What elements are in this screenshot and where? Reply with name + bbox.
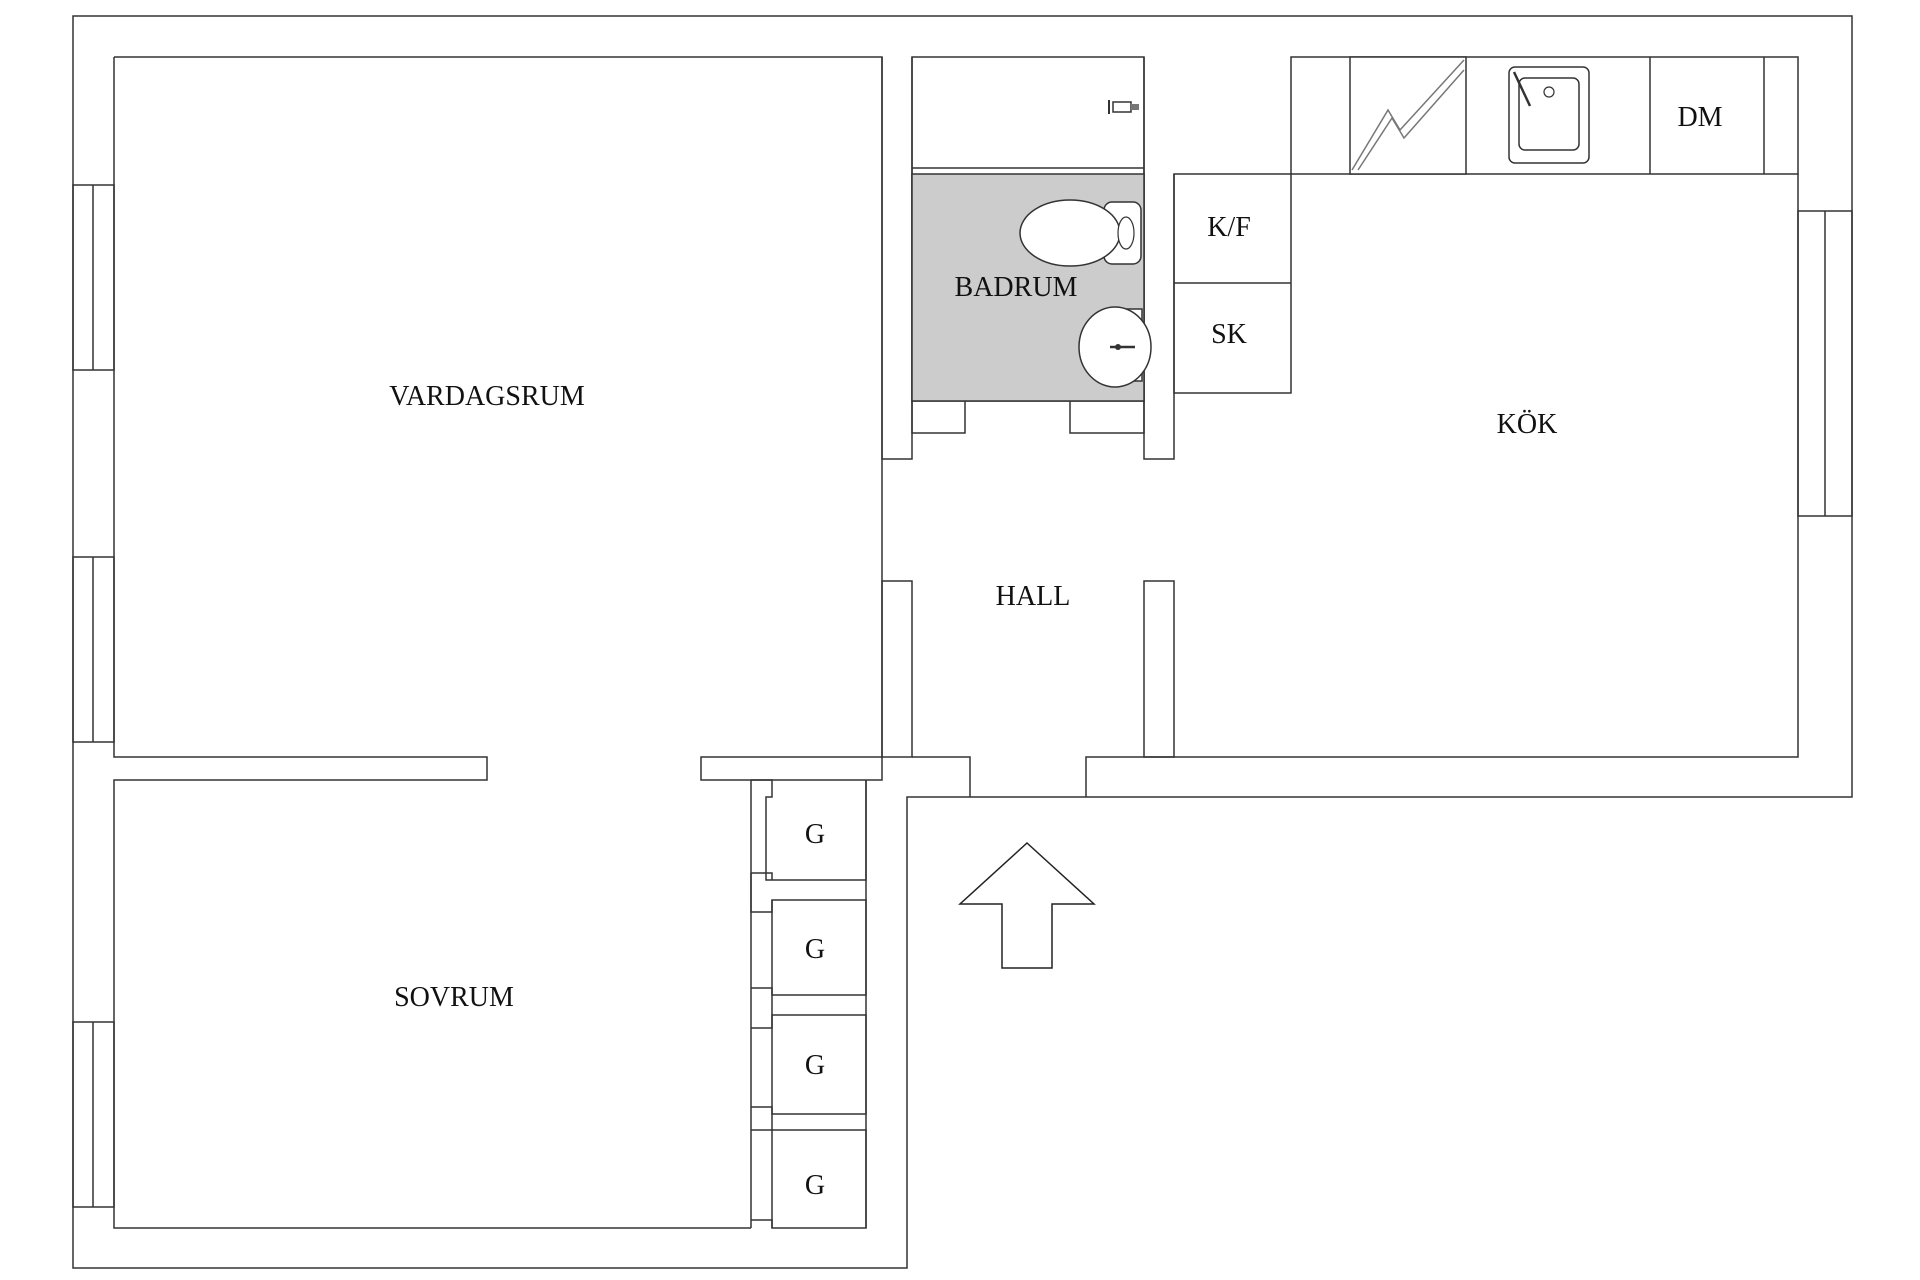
wardrobe-label-1: G	[805, 819, 825, 850]
wardrobe-label-2: G	[805, 934, 825, 965]
room-label-kok: KÖK	[1497, 409, 1558, 440]
toilet-icon	[1019, 199, 1142, 267]
sink-icon	[1508, 66, 1590, 164]
wardrobe-label-3: G	[805, 1050, 825, 1081]
fixture-label-sk: SK	[1211, 319, 1247, 350]
room-label-badrum: BADRUM	[955, 272, 1078, 303]
kitchen-counter	[1290, 56, 1799, 175]
wardrobes	[750, 779, 867, 1229]
fixture-label-kf: K/F	[1207, 212, 1251, 243]
room-label-vardagsrum: VARDAGSRUM	[389, 381, 585, 412]
stove-icon	[1349, 56, 1467, 175]
shower-icon	[1108, 100, 1139, 114]
entrance-arrow-icon	[958, 841, 1096, 969]
fixture-label-dm: DM	[1677, 102, 1722, 133]
room-label-sovrum: SOVRUM	[394, 982, 514, 1013]
wardrobe-label-4: G	[805, 1170, 825, 1201]
washbasin-icon	[1078, 306, 1152, 388]
room-label-hall: HALL	[996, 581, 1071, 612]
